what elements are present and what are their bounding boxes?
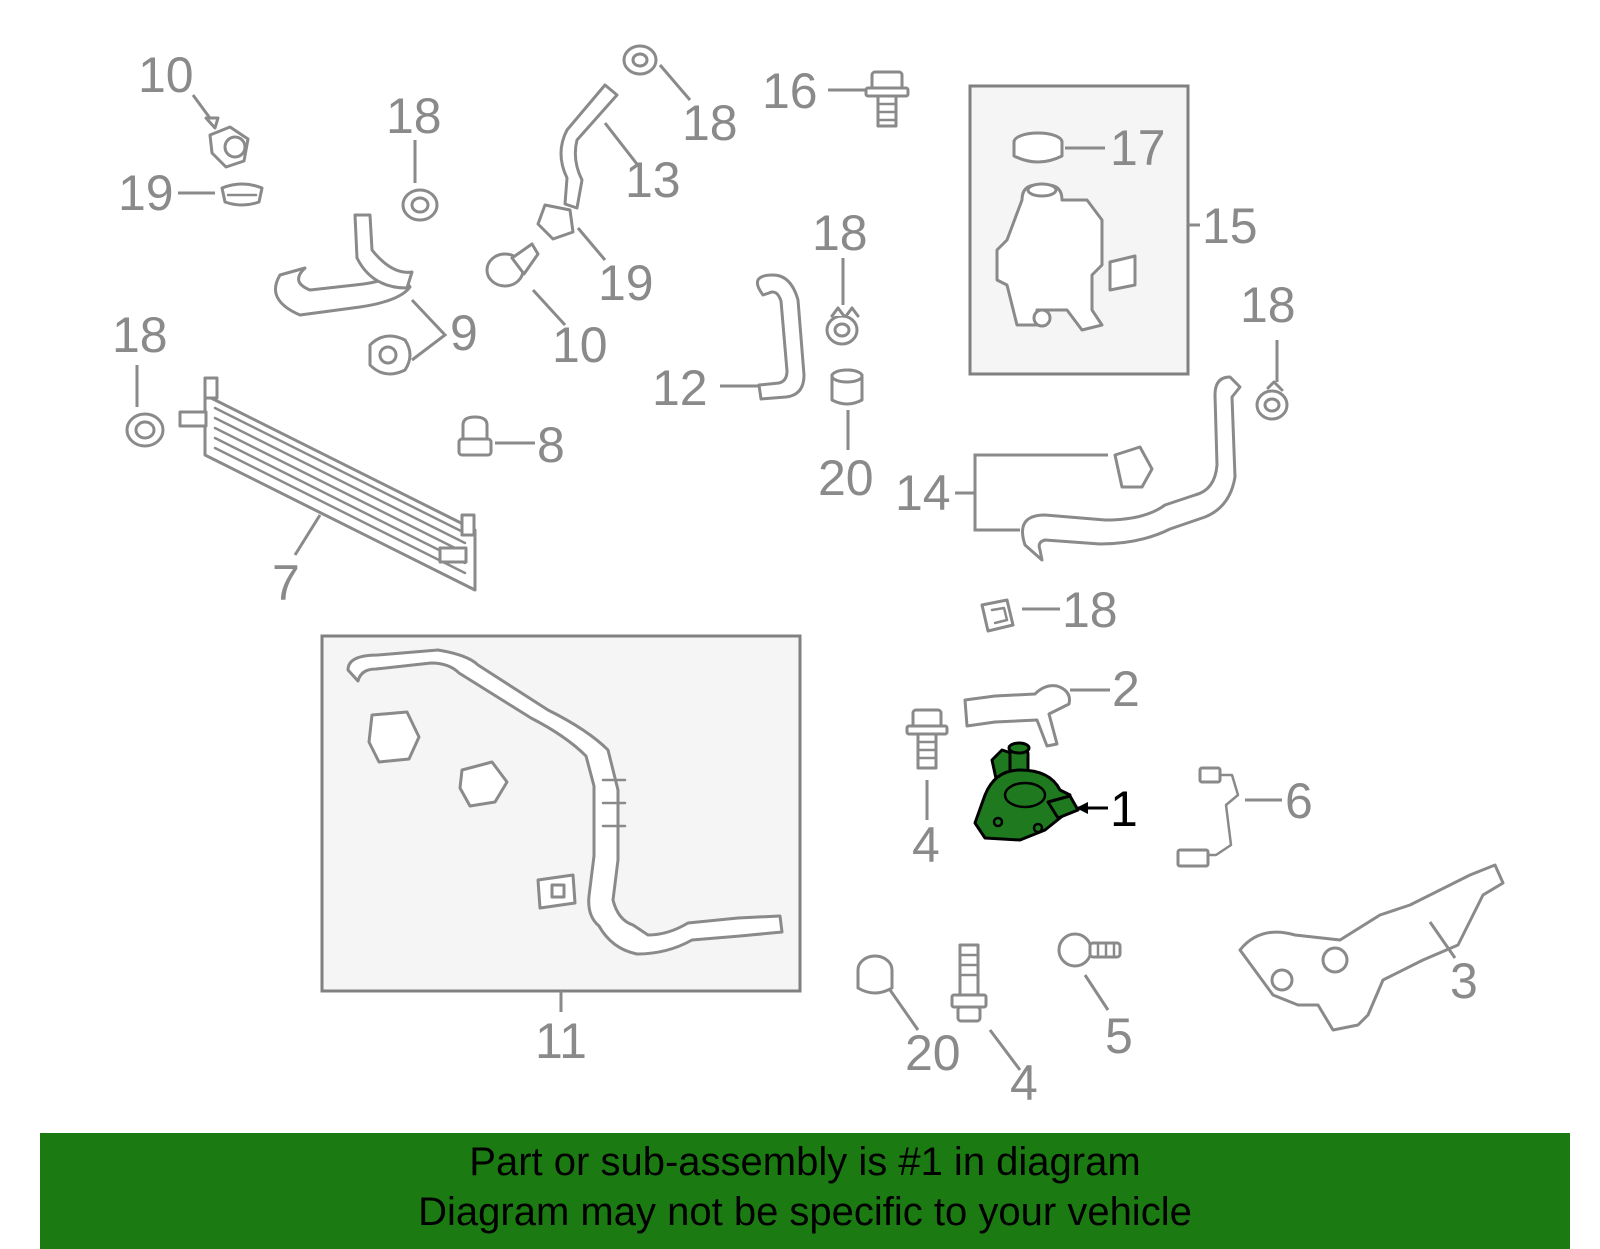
callout-20-lower: 20 (905, 1025, 961, 1081)
part-11-clip-b (458, 760, 509, 808)
callout-10-center: 10 (552, 317, 608, 373)
leader-7 (293, 514, 322, 556)
callout-8: 8 (537, 417, 565, 473)
callout-1: 1 (1110, 781, 1138, 837)
leader-4b (988, 1029, 1022, 1071)
callout-14: 14 (895, 465, 951, 521)
part-7-cooler (178, 376, 477, 592)
callout-18-upper-center: 18 (386, 88, 442, 144)
banner-part-note: Part or sub-assembly is #1 in diagram (469, 1140, 1141, 1184)
callout-4-lower: 4 (1010, 1055, 1038, 1111)
callout-15: 15 (1202, 198, 1258, 254)
part-18-clamp-b (401, 188, 439, 222)
part-18-clamp-e (980, 598, 1015, 633)
part-14-hose (1021, 375, 1242, 562)
callout-20-upper: 20 (818, 450, 874, 506)
part-10-fitting-left (208, 125, 250, 169)
part-20-clamp-a (830, 368, 864, 406)
callout-18-far-left: 18 (112, 307, 168, 363)
part-19-clamp-left (220, 182, 264, 207)
part-18-clamp-a (622, 44, 658, 76)
part-6-sensor (1176, 766, 1240, 868)
leader-10b (531, 288, 567, 327)
part-15-reservoir (995, 182, 1137, 332)
part-9-hose (274, 213, 414, 317)
part-3-bracket (1238, 863, 1505, 1032)
callout-18-hose-12: 18 (812, 205, 868, 261)
callout-3: 3 (1450, 953, 1478, 1009)
part-11-clip-a (367, 710, 421, 764)
callout-5: 5 (1105, 1008, 1133, 1064)
part-19-clamp-b (536, 203, 575, 241)
callout-18-top: 18 (682, 95, 738, 151)
part-12-hose (755, 273, 806, 401)
part-4-bolt-lower (950, 943, 988, 1023)
leader-19b (576, 227, 607, 261)
callout-13: 13 (625, 152, 681, 208)
callout-11: 11 (535, 1013, 587, 1069)
part-11-clip-c (536, 873, 577, 910)
leader-9 (410, 298, 448, 362)
callout-10-top-left: 10 (138, 47, 194, 103)
leader-20b (888, 989, 920, 1031)
part-18-clamp-d (1255, 380, 1289, 421)
part-8-plug (457, 415, 493, 457)
info-banner: Part or sub-assembly is #1 in diagram Di… (40, 1133, 1570, 1249)
callout-4-upper: 4 (912, 817, 940, 873)
leader-3 (1428, 921, 1457, 959)
callout-2: 2 (1112, 661, 1140, 717)
part-11-hose-assembly (346, 648, 784, 956)
callout-9: 9 (450, 305, 478, 361)
callout-18-reservoir-side: 18 (1240, 277, 1296, 333)
part-1-water-pump-highlighted (973, 741, 1080, 842)
part-14-clip (1113, 445, 1154, 489)
leader-13 (603, 122, 642, 169)
part-5-bolt (1057, 932, 1122, 968)
callout-19-left: 19 (118, 165, 174, 221)
part-9-clamp (368, 334, 412, 376)
callout-18-lower: 18 (1062, 582, 1118, 638)
banner-disclaimer: Diagram may not be specific to your vehi… (418, 1190, 1192, 1234)
callout-17: 17 (1110, 120, 1166, 176)
leader-18a (658, 64, 692, 101)
leader-5 (1083, 974, 1110, 1011)
callout-12: 12 (652, 360, 708, 416)
part-18-clamp-c (825, 306, 860, 346)
part-13-hose (559, 83, 619, 210)
part-10-fitting-right (485, 242, 540, 288)
part-18-clamp-f (125, 412, 165, 448)
callout-7: 7 (272, 555, 300, 611)
part-16-bolt (864, 70, 910, 128)
part-17-cap (1012, 131, 1064, 164)
callout-16: 16 (762, 63, 818, 119)
part-4-bolt-upper (905, 708, 949, 770)
part-2-harness (963, 684, 1071, 748)
callout-19-center: 19 (598, 255, 654, 311)
callout-6: 6 (1285, 773, 1313, 829)
part-20-clamp-b (856, 954, 894, 995)
